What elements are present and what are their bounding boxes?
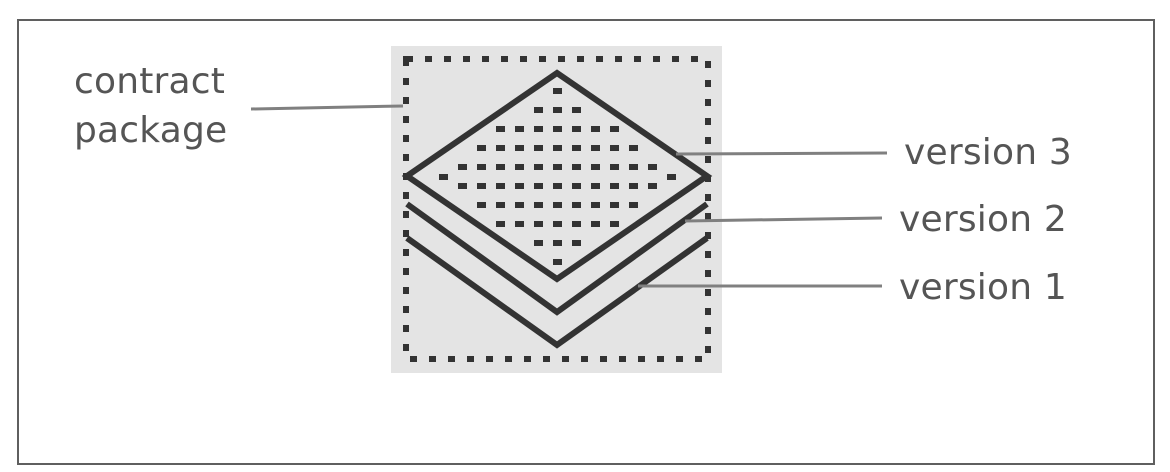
diagram-frame bbox=[17, 19, 1155, 465]
leader-line-version-2 bbox=[684, 216, 883, 223]
version-3-diamond bbox=[401, 69, 713, 283]
version-1-chevron bbox=[405, 235, 709, 349]
label-version-1: version 1 bbox=[899, 267, 1068, 308]
label-version-2: version 2 bbox=[899, 199, 1068, 240]
version-2-chevron bbox=[405, 201, 709, 316]
leader-line-version-3 bbox=[675, 151, 888, 156]
label-package: package bbox=[74, 110, 228, 151]
leader-line-package bbox=[250, 104, 404, 111]
label-version-3: version 3 bbox=[904, 132, 1073, 173]
label-contract: contract bbox=[74, 61, 226, 102]
diamond-dot-pattern bbox=[439, 88, 676, 265]
